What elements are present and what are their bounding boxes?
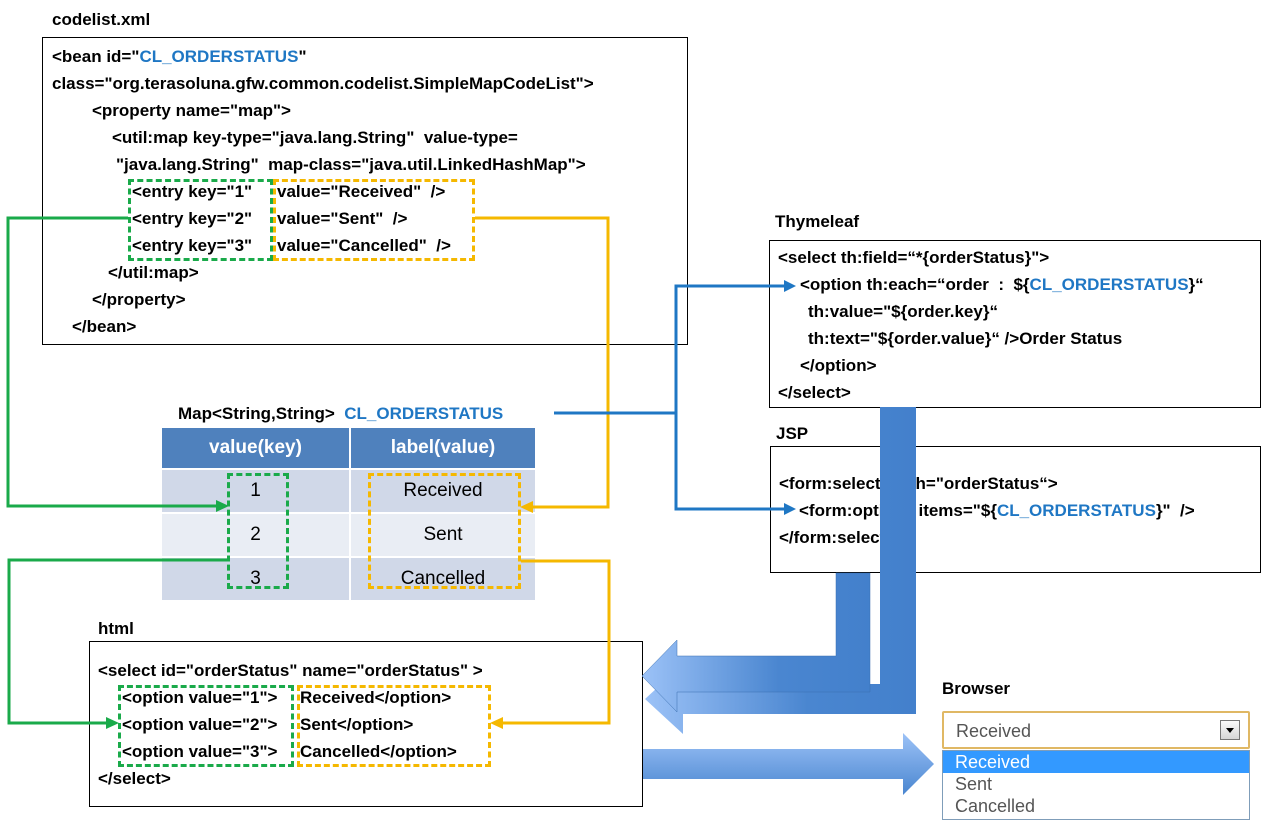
map-header-row: value(key) label(value)	[162, 428, 537, 469]
html-line-select-close: </select>	[98, 769, 171, 788]
code-text: "	[298, 47, 307, 66]
html-option-text-3: Cancelled</option>	[300, 742, 457, 761]
thymeleaf-line-text: th:text="${order.value}“ />Order Status	[808, 329, 1123, 348]
browser-title: Browser	[942, 679, 1011, 698]
map-name: CL_ORDERSTATUS	[344, 404, 504, 423]
codelist-line-property: <property name="map">	[92, 101, 291, 120]
jsp-to-html-flow-arrow	[641, 572, 871, 713]
map-header-label: label(value)	[350, 428, 537, 469]
codelist-line-bean: <bean id="CL_ORDERSTATUS"	[52, 43, 307, 70]
html-title: html	[98, 619, 134, 638]
thymeleaf-line-value: th:value="${order.key}“	[808, 302, 998, 321]
codelist-entry-key-1: <entry key="1"	[132, 182, 253, 201]
map-labels-highlight	[368, 473, 521, 589]
codelist-title: codelist.xml	[52, 10, 151, 29]
map-type: Map<String,String>	[178, 404, 335, 423]
thymeleaf-box	[769, 240, 1261, 408]
browser-option-cancelled[interactable]: Cancelled	[955, 796, 1036, 816]
html-line-select: <select id="orderStatus" name="orderStat…	[98, 661, 483, 680]
code-text: }" />	[1155, 501, 1195, 520]
html-texts-highlight	[297, 685, 491, 767]
code-text: }“	[1188, 275, 1204, 294]
thymeleaf-line-option-close: </option>	[800, 356, 877, 375]
map-title: Map<String,String> CL_ORDERSTATUS	[178, 404, 503, 424]
jsp-title: JSP	[776, 424, 809, 443]
bean-id-highlight: CL_ORDERSTATUS	[1029, 275, 1189, 294]
html-to-browser-flow-arrow	[643, 733, 934, 795]
codelist-line-bean-close: </bean>	[72, 317, 137, 336]
html-option-text-2: Sent</option>	[300, 715, 414, 734]
jsp-line-options: <form:options items="${CL_ORDERSTATUS}" …	[799, 497, 1195, 524]
code-text: <bean id="	[52, 47, 140, 66]
codelist-line-utilmap: <util:map key-type="java.lang.String" va…	[112, 128, 518, 147]
thymeleaf-line-option: <option th:each=“order : ${CL_ORDERSTATU…	[800, 271, 1204, 298]
html-option-open-3: <option value="3">	[122, 742, 278, 761]
codelist-values-highlight	[273, 179, 475, 261]
bean-id-highlight: CL_ORDERSTATUS	[139, 47, 299, 66]
html-values-highlight	[118, 685, 294, 767]
map-keys-highlight	[227, 473, 289, 589]
code-text: <form:options items="${	[799, 501, 997, 520]
map-cell-key: 2	[162, 512, 351, 557]
codelist-line-utilmap-close: </util:map>	[108, 263, 199, 282]
browser-select-value: Received	[956, 721, 1032, 741]
browser-select[interactable]: Received	[942, 711, 1250, 749]
codelist-entry-value-1: value="Received" />	[277, 182, 446, 201]
codelist-entry-value-3: value="Cancelled" />	[277, 236, 451, 255]
codelist-entry-value-2: value="Sent" />	[277, 209, 408, 228]
html-option-text-1: Received</option>	[300, 688, 452, 707]
jsp-line-select-close: </form:select>	[779, 528, 896, 547]
codelist-line-property-close: </property>	[92, 290, 186, 309]
thymeleaf-line-select-close: </select>	[778, 383, 851, 402]
thymeleaf-line-select: <select th:field=“*{orderStatus}">	[778, 248, 1050, 267]
jsp-line-select: <form:select path="orderStatus“>	[779, 474, 1058, 493]
codelist-line-class: class="org.terasoluna.gfw.common.codelis…	[52, 74, 594, 93]
thymeleaf-title: Thymeleaf	[775, 212, 860, 231]
browser-option-received[interactable]: Received	[943, 751, 1249, 773]
map-cell-label: Sent	[350, 512, 537, 557]
codelist-keys-highlight	[128, 179, 273, 261]
codelist-line-utilmap-2: "java.lang.String" map-class="java.util.…	[116, 155, 586, 174]
chevron-down-icon[interactable]	[1220, 720, 1240, 740]
browser-dropdown-list: Received Sent Cancelled	[942, 750, 1250, 820]
code-text: <option th:each=“order : ${	[800, 275, 1030, 294]
map-header-key: value(key)	[162, 428, 351, 469]
map-row: 2 Sent	[162, 512, 537, 557]
bean-id-highlight: CL_ORDERSTATUS	[996, 501, 1156, 520]
browser-option-sent[interactable]: Sent	[955, 774, 993, 794]
